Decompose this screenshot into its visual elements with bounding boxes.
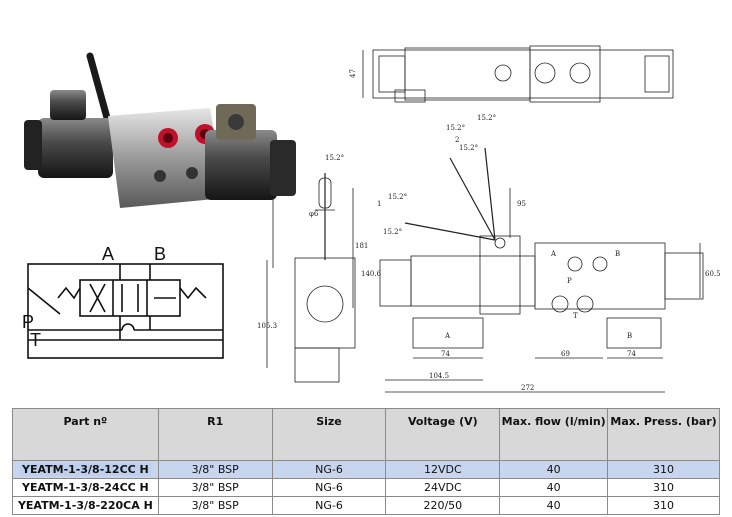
dim-phi-6: φ6 [309,210,319,218]
table-row[interactable]: YEATM-1-3/8-220CA H 3/8" BSP NG-6 220/50… [12,496,720,515]
drawing-port-p: P [567,277,572,285]
cell-max-press: 310 [607,478,720,497]
lever-position-1: 1 [377,200,381,208]
cell-size: NG-6 [271,478,387,497]
dim-272: 272 [521,384,534,392]
product-photo [24,52,296,208]
drawing-port-a: A [550,250,557,258]
cell-max-flow: 40 [499,496,609,515]
schem-port-b: B [154,244,166,264]
dim-74-left: 74 [441,350,450,358]
header-max-flow: Max. flow (l/min) [499,408,609,461]
coil-label-b: B [627,332,632,340]
dim-140-6: 140.6 [361,270,382,278]
cell-part-no: YEATM-1-3/8-12CC H [20,463,151,476]
dim-104-5: 104.5 [429,372,449,380]
cell-max-flow: 40 [499,460,609,479]
table-row[interactable]: YEATM-1-3/8-12CC H 3/8" BSP NG-6 12VDC 4… [12,460,720,479]
cell-r1: 3/8" BSP [157,478,273,497]
header-max-press: Max. Press. (bar) [607,408,720,461]
schem-port-p: P [22,312,34,332]
cell-max-press: 310 [607,460,720,479]
table-header-row: Part nº R1 Size Voltage (V) Max. flow (l… [12,408,720,461]
header-r1: R1 [157,408,273,461]
drawing-port-t: T [573,312,578,320]
dim-47: 47 [349,69,357,78]
dim-15-2-a: 15.2° [446,124,465,132]
dim-15-2-d: 15.2° [388,193,407,201]
cell-size: NG-6 [271,496,387,515]
header-voltage: Voltage (V) [385,408,501,461]
specs-table: Part nº R1 Size Voltage (V) Max. flow (l… [12,408,720,515]
cell-max-press: 310 [607,496,720,515]
cell-voltage: 24VDC [385,478,501,497]
dim-74-right: 74 [627,350,636,358]
table-row[interactable]: YEATM-1-3/8-24CC H 3/8" BSP NG-6 24VDC 4… [12,478,720,497]
schem-port-a: A [102,244,114,264]
lever-position-2: 2 [455,136,459,144]
dim-15-2-c: 15.2° [325,154,344,162]
cell-size: NG-6 [271,460,387,479]
coil-label-a: A [444,332,451,340]
dim-15-2-e: 15.2° [383,228,402,236]
cell-r1: 3/8" BSP [157,460,273,479]
cell-voltage: 220/50 [385,496,501,515]
cell-voltage: 12VDC [385,460,501,479]
dim-69: 69 [561,350,570,358]
dim-95: 95 [517,200,526,208]
cell-part-no: YEATM-1-3/8-24CC H [12,478,159,497]
header-size: Size [271,408,387,461]
dim-15-2-b: 15.2° [477,114,496,122]
header-part-no: Part nº [12,408,159,461]
dim-181: 181 [355,242,368,250]
cell-max-flow: 40 [499,478,609,497]
dim-15-2-f: 15.2° [459,144,478,152]
technical-drawing: 47 15.2° 15.2° 15.2° 15.2° 15.2° 15.2° 9… [257,45,721,393]
dim-60-5: 60.5 [705,270,721,278]
dim-105-3: 105.3 [257,322,277,330]
drawing-port-b: B [615,250,620,258]
cell-part-no: YEATM-1-3/8-220CA H [12,496,159,515]
cell-r1: 3/8" BSP [157,496,273,515]
hydraulic-symbol: A B P T [22,244,224,359]
schem-port-t: T [30,330,41,350]
